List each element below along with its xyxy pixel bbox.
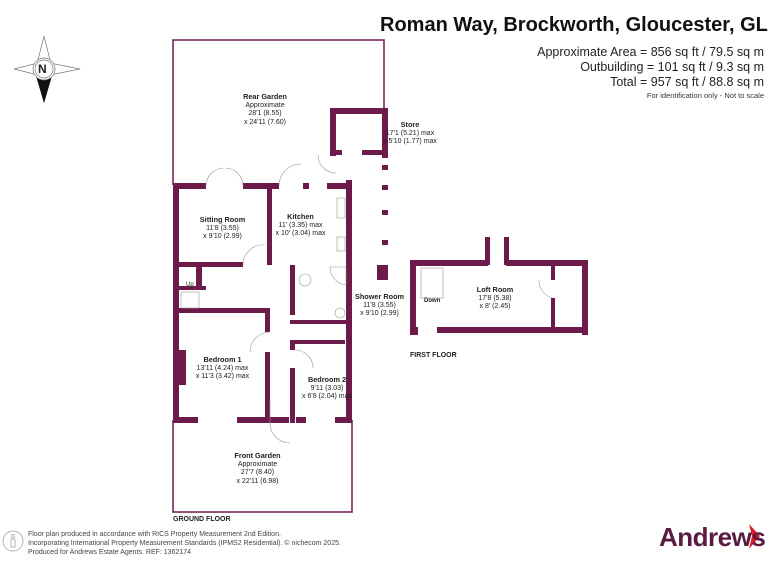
room-dim: 17'1 (5.21) max (385, 129, 435, 137)
room-dim: x 6'8 (2.04) max (302, 393, 352, 400)
room-dim: x 5'10 (1.77) max (383, 138, 437, 145)
room-dim: 13'11 (4.24) max (196, 364, 249, 372)
room-name: Store (400, 120, 420, 129)
room-dim: x 11'3 (3.42) max (195, 373, 250, 380)
stairs-down-label: Down (424, 298, 441, 304)
room-dim: 17'8 (5.38) (478, 294, 512, 302)
room-dim: x 10' (3.04) max (275, 230, 326, 237)
doors-and-fixtures (180, 154, 554, 444)
room-name: Bedroom 1 (203, 355, 242, 364)
room-dim: x 9'10 (2.99) (360, 310, 399, 317)
outbuilding-area: Outbuilding = 101 sq ft / 9.3 sq m (580, 60, 764, 74)
walls (173, 108, 588, 423)
room-name: Sitting Room (199, 215, 246, 224)
approximate-area: Approximate Area = 856 sq ft / 79.5 sq m (537, 45, 764, 59)
property-title: Roman Way, Brockworth, Gloucester, GL3 (380, 14, 768, 36)
room-note: Approximate (237, 460, 278, 468)
footer-credits: Floor plan produced in accordance with R… (28, 531, 341, 557)
garden-outlines (172, 39, 385, 513)
andrews-logo: Andrews (659, 522, 766, 552)
disclaimer-note: For identification only - Not to scale (646, 91, 764, 100)
footer-line: Produced for Andrews Estate Agents. REF:… (28, 548, 192, 556)
compass-icon (13, 35, 81, 104)
room-name: Rear Garden (243, 92, 287, 101)
room-dim: x 24'11 (7.60) (243, 118, 287, 126)
room-name: Kitchen (287, 212, 314, 221)
room-name: Bedroom 2 (307, 375, 347, 384)
footer-line: Floor plan produced in accordance with R… (28, 531, 281, 538)
room-dim: x 22'11 (6.98) (236, 477, 279, 485)
room-dim: 9'11 (3.03) (310, 384, 344, 392)
room-name: Shower Room (354, 292, 405, 301)
room-dim: x 9'10 (2.99) (203, 233, 242, 240)
room-dim: 11' (3.35) max (278, 221, 323, 229)
ground-floor-label: GROUND FLOOR (173, 516, 231, 523)
total-area: Total = 957 sq ft / 88.8 sq m (610, 75, 764, 89)
room-note: Approximate (245, 101, 285, 109)
room-dim: 28'1 (8.55) (248, 110, 282, 117)
footer-line: Incorporating International Property Mea… (28, 539, 341, 547)
stairs-up-label: Up (186, 282, 194, 288)
room-name: Front Garden (234, 451, 281, 460)
room-dim: 27'7 (8.40) (240, 469, 275, 476)
room-dim: 11'8 (3.55) (206, 224, 239, 232)
room-dim: 11'8 (3.55) (363, 301, 396, 309)
room-name: Loft Room (476, 285, 514, 294)
room-dim: x 8' (2.45) (479, 303, 511, 310)
compass-north-label: N (38, 62, 47, 76)
first-floor-label: FIRST FLOOR (410, 352, 457, 359)
